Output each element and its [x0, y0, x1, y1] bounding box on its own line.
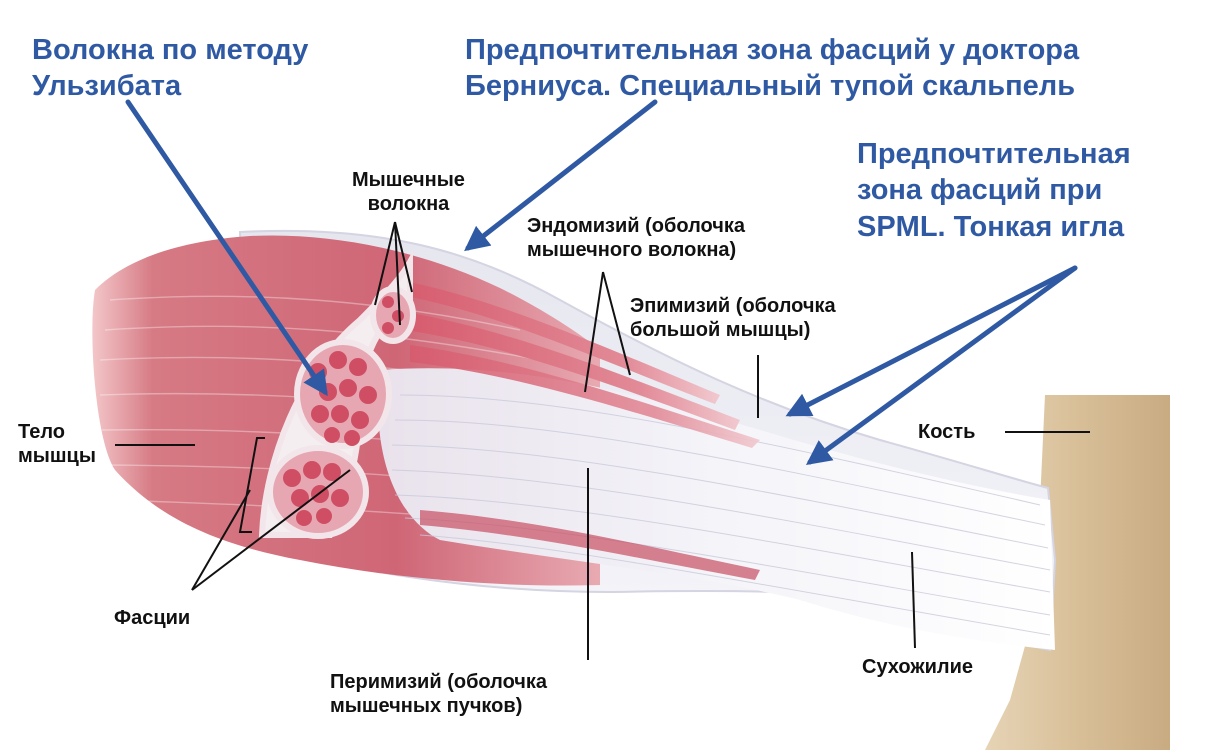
label-endomysium: Эндомизий (оболочка мышечного волокна) [527, 215, 745, 261]
label-perimysium: Перимизий (оболочка мышечных пучков) [330, 671, 548, 717]
label-muscle-fibers: Мышечные волокна [352, 169, 465, 215]
fiber-band-2 [405, 312, 740, 430]
label-tendon: Сухожилие [862, 656, 973, 678]
label-pointer-lines [115, 221, 1090, 660]
fiber-band-lower [420, 510, 760, 580]
label-fascia: Фасции [114, 607, 191, 629]
callout-ulzibat-method: Волокна по методу Ульзибата [32, 34, 309, 103]
label-bone: Кость [918, 421, 976, 443]
bone [985, 395, 1170, 750]
fiber-band-3 [410, 345, 760, 448]
label-epimysium: Эпимизий (оболочка большой мышцы) [630, 295, 836, 341]
tendon [378, 368, 1055, 650]
callout-bernius-zone: Предпочтительная зона фасций у доктора Б… [465, 34, 1080, 103]
callout-arrows [125, 99, 1078, 465]
label-muscle-body: Тело мышцы [18, 421, 96, 467]
callout-spml-zone: Предпочтительная зона фасций при SPML. Т… [857, 138, 1131, 243]
fiber-band-1 [400, 280, 720, 404]
